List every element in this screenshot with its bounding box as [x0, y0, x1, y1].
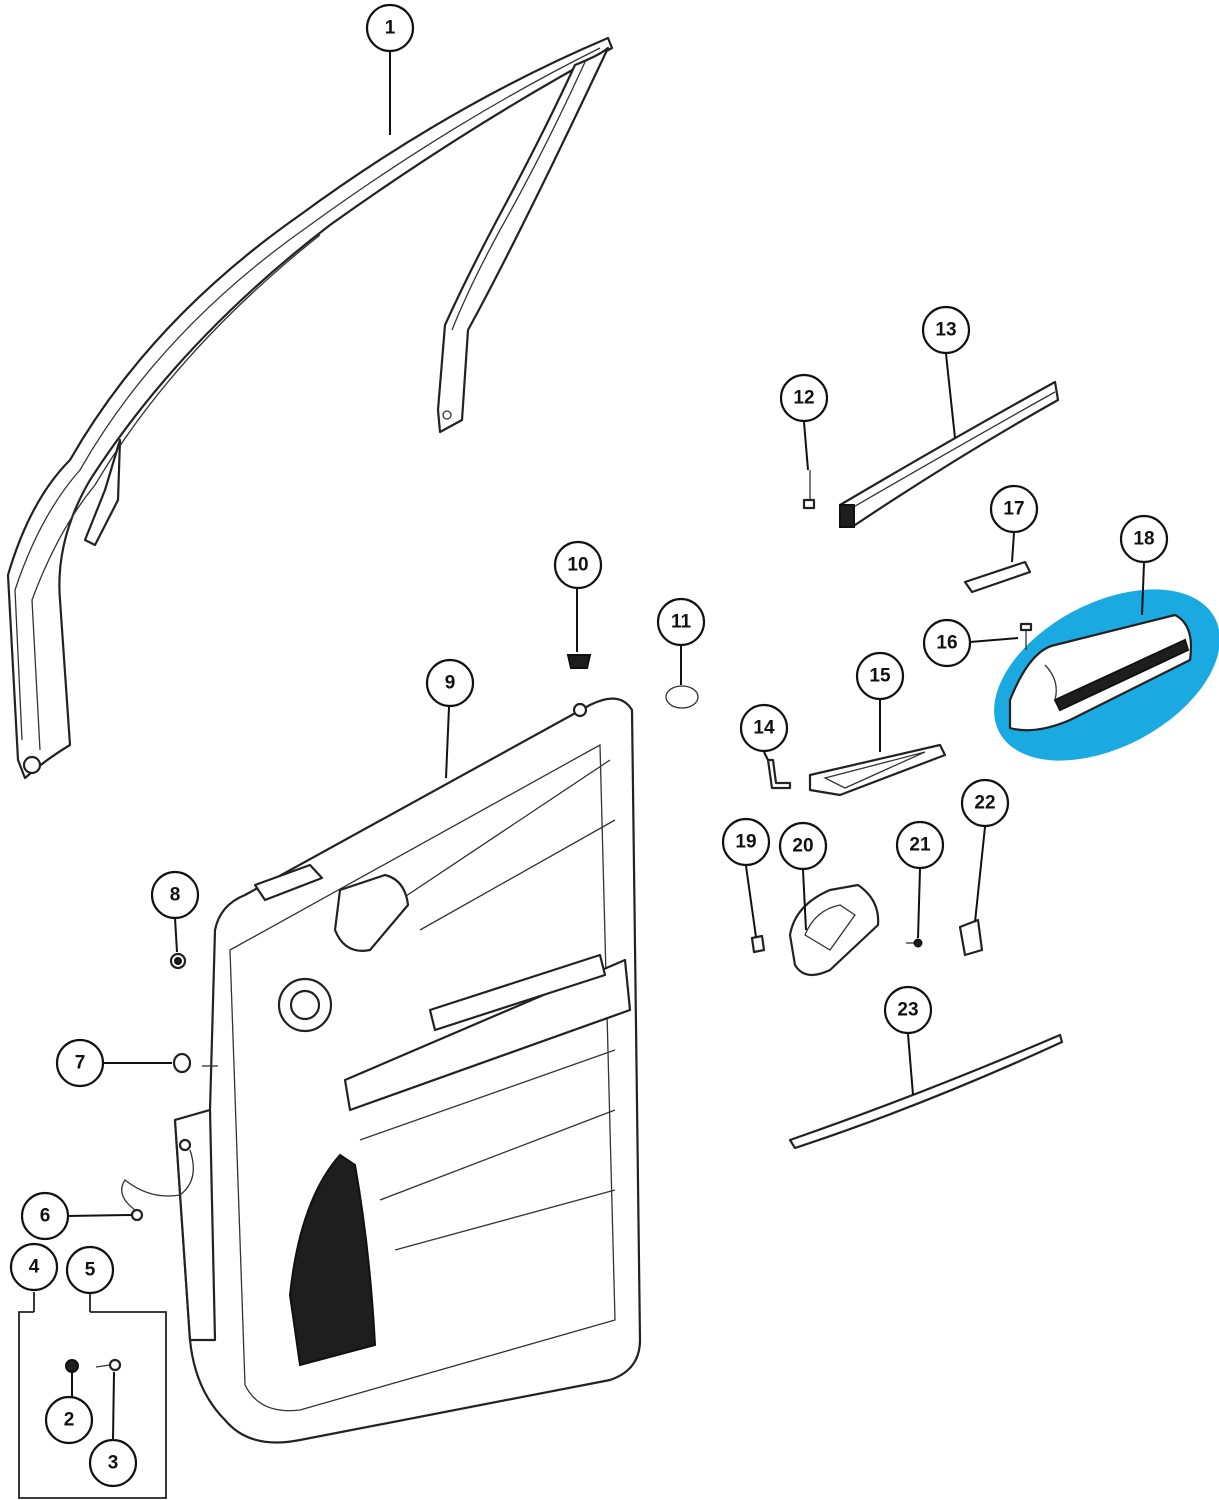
callout-21: 21 — [895, 820, 945, 870]
part-23-molding — [788, 1033, 1064, 1150]
fastener-box — [18, 1292, 167, 1499]
callout-3: 3 — [88, 1438, 138, 1488]
callout-label: 12 — [793, 388, 814, 409]
callout-11: 11 — [656, 597, 706, 647]
callout-7: 7 — [55, 1038, 105, 1088]
callout-9: 9 — [425, 658, 475, 708]
callout-14: 14 — [739, 703, 789, 753]
part-15-bezel — [808, 743, 947, 797]
callout-16: 16 — [922, 618, 972, 668]
callout-label: 22 — [974, 793, 995, 814]
part-10-clip — [566, 654, 592, 669]
callout-6: 6 — [20, 1191, 70, 1241]
part-13-belt-weatherstrip — [838, 380, 1060, 528]
callout-label: 10 — [567, 555, 588, 576]
callout-19: 19 — [721, 817, 771, 867]
part-18-armrest — [994, 589, 1219, 761]
callout-label: 3 — [108, 1453, 119, 1474]
callout-label: 7 — [75, 1053, 86, 1074]
callout-5: 5 — [65, 1245, 115, 1295]
part-14-pin — [766, 758, 792, 790]
callout-22: 22 — [960, 778, 1010, 828]
part-12-screw — [802, 470, 816, 510]
callout-label: 4 — [29, 1257, 40, 1278]
callout-2: 2 — [44, 1395, 94, 1445]
callout-13: 13 — [921, 305, 971, 355]
callout-label: 13 — [935, 320, 956, 341]
callout-label: 6 — [40, 1206, 51, 1227]
part-16-screw — [1019, 622, 1033, 650]
callout-15: 15 — [855, 651, 905, 701]
part-17-cover — [963, 560, 1032, 594]
callout-label: 1 — [385, 18, 396, 39]
callout-12: 12 — [779, 373, 829, 423]
callout-label: 21 — [909, 835, 931, 856]
callout-23: 23 — [883, 985, 933, 1035]
callout-label: 19 — [735, 832, 756, 853]
callout-label: 2 — [64, 1410, 75, 1431]
callout-17: 17 — [989, 484, 1039, 534]
part-11-plug — [665, 685, 699, 709]
callout-label: 15 — [869, 666, 891, 687]
callout-label: 5 — [85, 1260, 96, 1281]
part-8-push-pin — [169, 952, 187, 970]
part-19-clip — [750, 934, 766, 954]
callout-8: 8 — [150, 870, 200, 920]
callout-label: 17 — [1003, 499, 1024, 520]
leader-lines — [66, 50, 1145, 1441]
callout-label: 20 — [792, 836, 813, 857]
callout-label: 8 — [170, 885, 181, 906]
callout-10: 10 — [553, 540, 603, 590]
part-1-window-channel — [6, 36, 614, 780]
callout-label: 23 — [897, 1000, 918, 1021]
part-20-inside-handle — [788, 883, 880, 977]
part-22-cap — [958, 918, 984, 957]
callout-1: 1 — [365, 3, 415, 53]
part-6-grommet — [130, 1208, 144, 1222]
callout-4: 4 — [9, 1242, 59, 1292]
callout-label: 18 — [1133, 529, 1154, 550]
callout-18: 18 — [1119, 514, 1169, 564]
part-9-door-trim-panel — [121, 697, 642, 1444]
callout-label: 14 — [753, 718, 775, 739]
callout-label: 16 — [936, 633, 957, 654]
callout-20: 20 — [778, 821, 828, 871]
part-7-washer — [172, 1052, 218, 1074]
callout-label: 9 — [445, 673, 456, 694]
callout-label: 11 — [671, 612, 692, 633]
part-21-screw — [906, 938, 923, 948]
